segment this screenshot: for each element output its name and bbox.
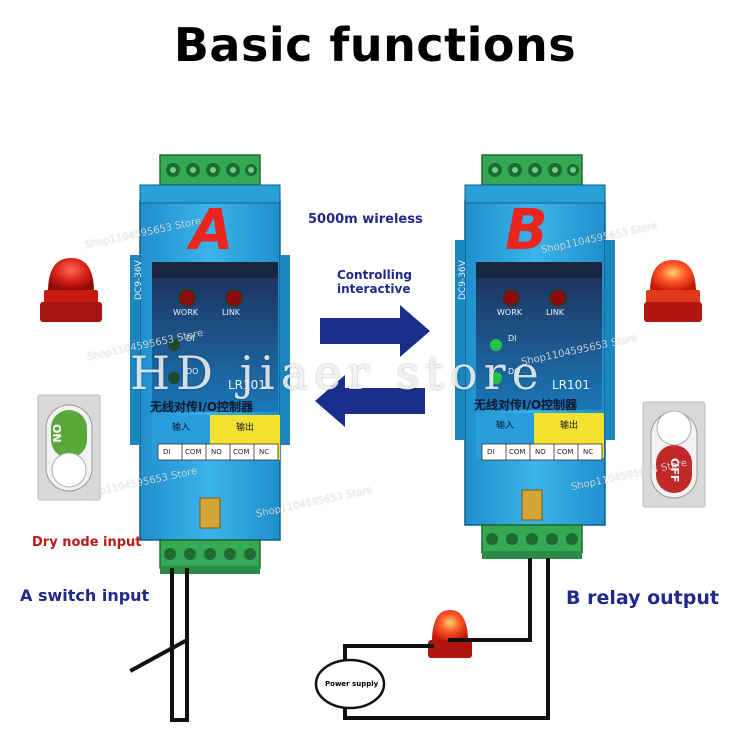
device-b-link-label: LINK [546, 308, 565, 317]
device-a-work-label: WORK [173, 308, 199, 317]
dry-node-label: Dry node input [32, 535, 142, 550]
store-watermark: HD jiaer store [130, 346, 545, 400]
device-a-terminal-4: COM [233, 448, 250, 456]
device-a-letter: A [190, 198, 234, 263]
arrow-right-icon [320, 305, 430, 357]
device-b-model: LR101 [552, 378, 590, 392]
device-a-do-label: DO [186, 367, 199, 376]
device-b-input-label: 输入 [496, 421, 515, 431]
device-b-terminal-4: COM [557, 448, 574, 456]
device-a-terminal-3: NO [211, 448, 222, 456]
device-b-di-label: DI [508, 334, 517, 343]
device-b-work-label: WORK [497, 308, 523, 317]
switch-on-icon [37, 394, 101, 501]
controlling-label: Controlling [337, 268, 412, 282]
switch-on-label: ON [50, 424, 63, 443]
device-b-terminal-2: COM [509, 448, 526, 456]
device-b-terminal-3: NO [535, 448, 546, 456]
switch-off-icon [642, 401, 706, 508]
device-b-terminal-1: DI [487, 448, 495, 456]
arrow-left-icon [315, 375, 425, 427]
device-b-do-label: DO [508, 367, 521, 376]
warning-light-on-icon [644, 260, 702, 322]
device-a-input-label: 输入 [172, 423, 191, 433]
device-b-name: 无线对传I/O控制器 [474, 398, 578, 412]
device-a-link-label: LINK [222, 308, 241, 317]
power-supply-icon [314, 658, 386, 710]
a-switch-input-label: A switch input [20, 586, 150, 605]
device-b-letter: B [505, 198, 548, 263]
device-a-name: 无线对传I/O控制器 [150, 400, 254, 414]
device-a-terminal-5: NC [259, 448, 270, 456]
device-a-output-label: 输出 [236, 423, 255, 433]
device-b-voltage: DC9-36V [458, 260, 468, 300]
device-b-terminal-5: NC [583, 448, 594, 456]
device-a-voltage: DC9-36V [134, 260, 144, 300]
device-a-terminal-1: DI [163, 448, 171, 456]
device-a-terminal-2: COM [185, 448, 202, 456]
device-a [130, 154, 290, 574]
power-supply-label: Power supply [325, 680, 379, 688]
wireless-label: 5000m wireless [308, 212, 423, 227]
device-b-output-label: 输出 [560, 421, 579, 431]
device-a-di-label: DI [186, 334, 195, 343]
warning-light-off-icon [40, 258, 102, 322]
wiring [129, 558, 550, 722]
page-title: Basic functions [173, 18, 577, 72]
b-relay-output-label: B relay output [566, 587, 719, 609]
device-a-model: LR101 [228, 378, 266, 392]
warning-light-small-icon [428, 610, 472, 658]
interactive-label: interactive [337, 282, 411, 296]
device-b [455, 154, 615, 559]
